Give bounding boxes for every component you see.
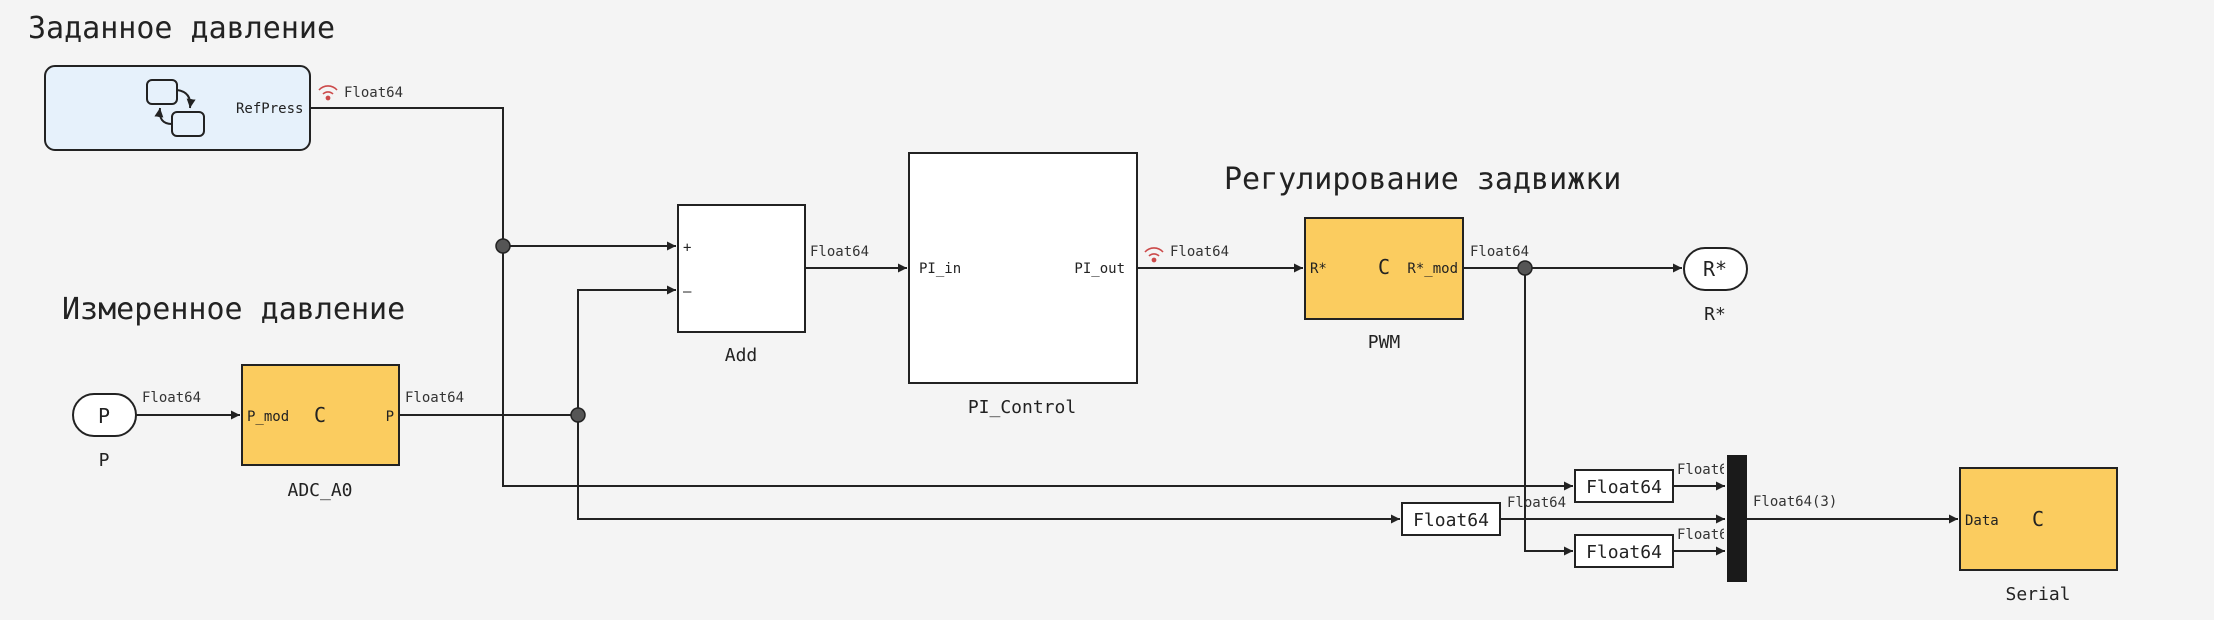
wire-adc-to-dtc-mid[interactable] bbox=[577, 415, 1400, 524]
adc-c-mark: C bbox=[314, 403, 326, 427]
serial-c-mark: C bbox=[2032, 507, 2044, 531]
dtc-block-top[interactable]: Float64 bbox=[1574, 469, 1674, 503]
wire-refpress[interactable] bbox=[310, 107, 504, 246]
serial-block[interactable]: Data C Serial bbox=[1959, 467, 2118, 605]
wire-adc-to-add[interactable] bbox=[577, 285, 676, 415]
branch-point-refpress bbox=[495, 238, 511, 254]
inport-p[interactable]: P P bbox=[72, 393, 137, 471]
signal-label-p: Float64 bbox=[142, 390, 201, 406]
outport-r-star[interactable]: R* R* bbox=[1683, 247, 1748, 325]
dtc-mid-text: Float64 bbox=[1413, 510, 1489, 531]
signal-label-pi-out: Float64 bbox=[1170, 244, 1229, 260]
wire-pwm-to-dtc-bot[interactable] bbox=[1524, 268, 1573, 556]
heading-valve-control: Регулирование задвижки bbox=[1224, 162, 1621, 197]
pi-label: PI_Control bbox=[968, 397, 1076, 418]
stream-icon-group bbox=[318, 85, 338, 101]
dtc-block-bot[interactable]: Float64 bbox=[1574, 534, 1674, 568]
serial-port-in: Data bbox=[1965, 513, 1999, 529]
add-label: Add bbox=[725, 345, 758, 366]
signal-label-refpress: Float64 bbox=[344, 85, 403, 101]
adc-port-in: P_mod bbox=[247, 409, 289, 425]
pwm-port-in: R* bbox=[1310, 261, 1327, 277]
serial-label: Serial bbox=[2005, 584, 2070, 605]
adc-block[interactable]: P_mod C P ADC_A0 bbox=[241, 364, 400, 501]
stateflow-chart-icon bbox=[146, 79, 205, 137]
dtc-top-text: Float64 bbox=[1586, 477, 1662, 498]
signal-label-mux-in-top: Float64 bbox=[1677, 462, 1736, 478]
pwm-port-out: R*_mod bbox=[1407, 261, 1458, 277]
signal-stream-icon bbox=[318, 85, 338, 101]
pwm-block[interactable]: R* C R*_mod PWM bbox=[1304, 217, 1464, 353]
signal-lines bbox=[136, 107, 1958, 556]
heading-measured-pressure: Измеренное давление bbox=[62, 292, 405, 327]
signal-label-add-out: Float64 bbox=[810, 244, 869, 260]
signal-label-mux-out: Float64(3) bbox=[1753, 494, 1837, 510]
mux-in-bot-clip: Float64 bbox=[1677, 527, 1736, 543]
dtc-block-mid[interactable]: Float64 bbox=[1401, 502, 1501, 536]
outport-r-glyph: R* bbox=[1703, 257, 1727, 281]
branch-point-adc bbox=[570, 407, 586, 423]
add-block[interactable]: + – Add bbox=[677, 204, 806, 366]
add-port-minus: – bbox=[683, 284, 692, 300]
wire-refpress-to-dtc-top[interactable] bbox=[502, 246, 1573, 491]
heading-setpoint-pressure: Заданное давление bbox=[28, 11, 335, 46]
signal-label-mux-in-bot: Float64 bbox=[1677, 527, 1736, 543]
pwm-c-mark: C bbox=[1378, 255, 1390, 279]
add-port-plus: + bbox=[683, 240, 691, 256]
branch-point-pwm bbox=[1517, 260, 1533, 276]
pi-control-block[interactable]: PI_in PI_out PI_Control bbox=[908, 152, 1138, 418]
inport-p-glyph: P bbox=[98, 404, 110, 428]
adc-port-out: P bbox=[386, 409, 394, 425]
pi-port-out: PI_out bbox=[1074, 261, 1125, 277]
inport-p-label: P bbox=[99, 450, 110, 471]
signal-label-adc-out: Float64 bbox=[405, 390, 464, 406]
chart-block[interactable]: RefPress bbox=[44, 65, 311, 151]
adc-label: ADC_A0 bbox=[287, 480, 352, 501]
mux-in-top-clip: Float64 bbox=[1677, 462, 1736, 478]
chart-port-refpress: RefPress bbox=[236, 101, 303, 117]
dtc-bot-text: Float64 bbox=[1586, 542, 1662, 563]
signal-stream-icon bbox=[1144, 247, 1164, 263]
pi-port-in: PI_in bbox=[919, 261, 961, 277]
outport-r-label: R* bbox=[1704, 304, 1726, 325]
signal-label-pwm-out: Float64 bbox=[1470, 244, 1529, 260]
signal-label-mux-in-mid: Float64 bbox=[1507, 495, 1566, 511]
mux-block[interactable] bbox=[1727, 455, 1747, 582]
pwm-label: PWM bbox=[1368, 332, 1401, 353]
